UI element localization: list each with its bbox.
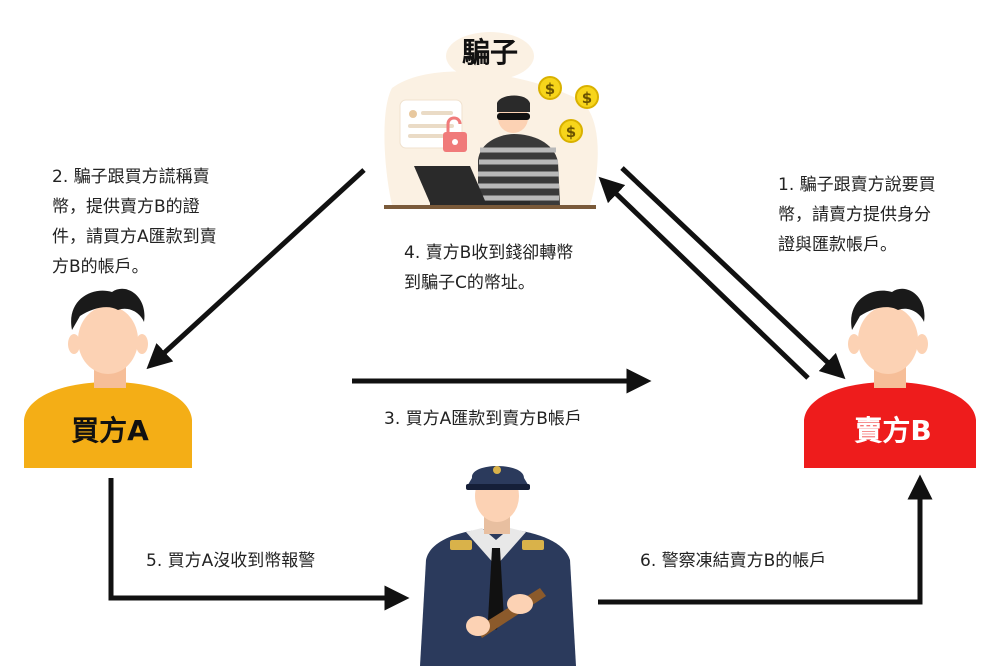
buyer-figure [24,288,192,468]
arrow-police-to-seller [598,474,933,605]
seller-label: 賣方B [854,414,932,447]
scammer-label: 騙子 [461,36,518,69]
seller-figure [804,288,976,468]
arrow-seller-to-scammer [598,176,810,380]
laptop-icon [414,166,530,205]
arrow-scammer-to-seller [620,166,846,380]
coin-icon: $ [575,85,599,109]
speech-bubble [446,32,534,80]
coin-icon: $ [559,119,583,143]
step-4-text: 4. 賣方B收到錢卻轉幣 到騙子C的幣址。 [404,243,574,293]
step-5-text: 5. 買方A沒收到幣報警 [146,551,316,571]
police-officer-figure [420,466,576,666]
step-1-text: 1. 騙子跟賣方說要買 幣，請賣方提供身分 證與匯款帳戶。 [778,175,936,255]
desk-line [384,205,596,209]
scammer-illustration: $ $ $ [384,32,599,209]
svg-text:$: $ [566,123,576,141]
step-2-text: 2. 騙子跟買方謊稱賣 幣，提供賣方B的證 件，請買方A匯款到賣 方B的帳戶。 [52,167,217,277]
unlocked-padlock-icon [443,116,467,152]
svg-text:$: $ [545,80,555,98]
thief-figure [478,95,560,205]
arrow-scammer-to-buyer [146,168,366,370]
buyer-label: 買方A [71,414,149,447]
step-3-text: 3. 買方A匯款到賣方B帳戶 [384,409,582,429]
step-6-text: 6. 警察凍結賣方B的帳戶 [640,551,827,571]
svg-text:$: $ [582,89,592,107]
coin-icon: $ [538,76,562,100]
arrow-buyer-to-police [108,478,410,611]
